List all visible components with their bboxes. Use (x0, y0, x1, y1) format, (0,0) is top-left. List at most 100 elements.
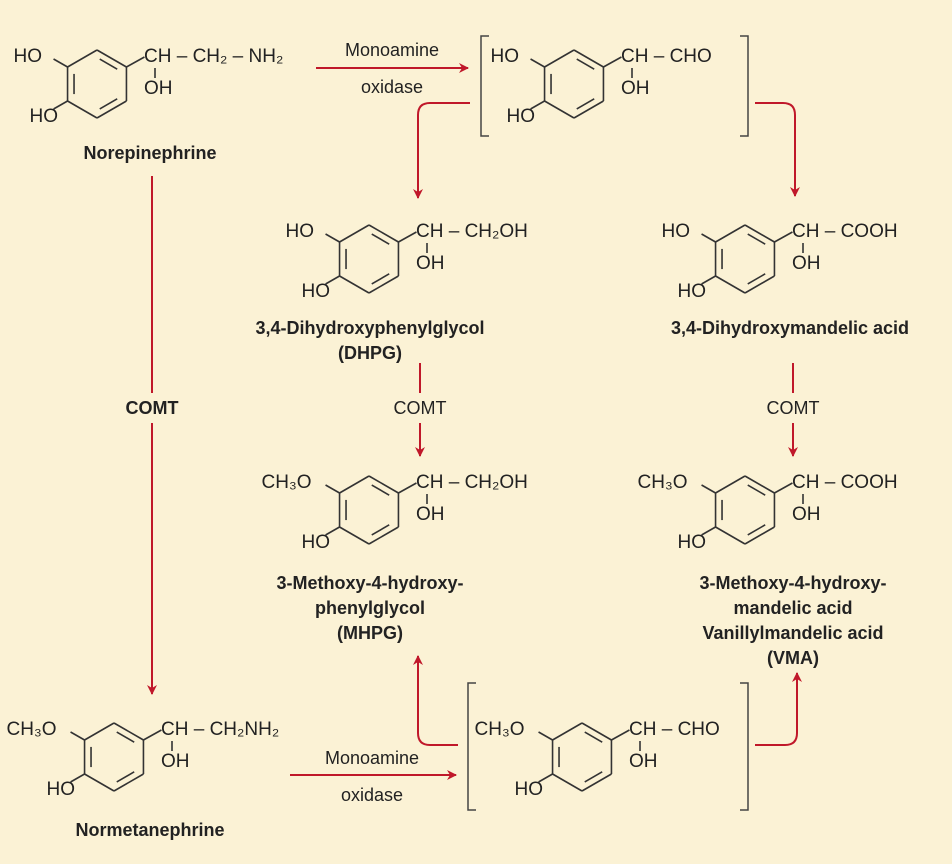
substituent-bond (70, 773, 85, 783)
chain-bond (126, 56, 145, 68)
chain-bond (143, 729, 162, 741)
hydroxyl-label: OH (416, 253, 445, 274)
double-bond (116, 771, 135, 783)
substituent-bottom: HO (514, 779, 544, 800)
compound-name: Normetanephrine (75, 820, 225, 840)
chain-bond (398, 482, 417, 494)
ring-bond (581, 773, 612, 792)
comt-label: COMT (766, 398, 820, 418)
compound-name: mandelic acid (733, 598, 853, 618)
double-bond (99, 58, 118, 70)
substituent-top: HO (285, 221, 315, 242)
substituent-bond (538, 731, 553, 741)
substituent-bottom: HO (301, 532, 331, 553)
substituent-bond (701, 484, 716, 494)
substituent-top: HO (13, 46, 43, 67)
mao-label: Monoamine (324, 748, 420, 768)
ring-bond (715, 224, 746, 243)
ring-bond (573, 100, 604, 119)
double-bond (747, 484, 766, 496)
ring-bond (715, 275, 746, 294)
substituent-top: HO (661, 221, 691, 242)
ring-bond (339, 526, 370, 545)
compound-name: 3-Methoxy-4-hydroxy- (276, 573, 464, 593)
substituent-bond (325, 275, 340, 285)
hydroxyl-label: OH (629, 751, 658, 772)
substituent-bond (701, 233, 716, 243)
hydroxyl-label: OH (416, 504, 445, 525)
compound-name: 3,4-Dihydroxymandelic acid (670, 318, 910, 338)
chain-bond (398, 231, 417, 243)
arrow-to-dhpg (413, 102, 470, 199)
arrow-to-vma (755, 672, 802, 746)
ring-bond (715, 526, 746, 545)
substituent-bond (325, 233, 340, 243)
compound-name: 3-Methoxy-4-hydroxy- (699, 573, 887, 593)
side-chain: CH – COOH (792, 221, 898, 242)
ring-bond (96, 100, 127, 119)
ring-bond (368, 224, 399, 243)
double-bond (116, 731, 135, 743)
substituent-bond (53, 100, 68, 110)
hydroxyl-label: OH (792, 504, 821, 525)
ring-bond (339, 275, 370, 294)
ring-bond (552, 773, 583, 792)
ring-bond (368, 475, 399, 494)
comt-label: COMT (125, 398, 179, 418)
compound-name: (MHPG) (337, 623, 403, 643)
double-bond (371, 233, 390, 245)
substituent-bond (701, 275, 716, 285)
ring-bond (113, 773, 144, 792)
substituent-bottom: HO (677, 281, 707, 302)
substituent-top: CH₃O (261, 472, 312, 493)
comt-label: COMT (393, 398, 447, 418)
substituent-top: CH₃O (474, 719, 525, 740)
ring-bond (744, 275, 775, 294)
side-chain: CH – CH₂OH (416, 472, 528, 493)
compound-name: 3,4-Dihydroxyphenylglycol (255, 318, 485, 338)
ring-bond (84, 722, 115, 741)
mao-label: oxidase (360, 77, 424, 97)
arrow-to-dhma (755, 102, 800, 197)
bracket-left (467, 682, 476, 811)
substituent-bond (70, 731, 85, 741)
substituent-bottom: HO (301, 281, 331, 302)
ring-bond (581, 722, 612, 741)
double-bond (371, 524, 390, 536)
compound-name: (DHPG) (338, 343, 402, 363)
ring-bond (744, 475, 775, 494)
substituent-bottom: HO (46, 779, 76, 800)
hydroxyl-label: OH (161, 751, 190, 772)
mao-label: oxidase (340, 785, 404, 805)
chain-bond (774, 231, 793, 243)
mao-label: Monoamine (344, 40, 440, 60)
ring-bond (67, 100, 98, 119)
side-chain: CH – CH₂ – NH₂ (144, 46, 284, 67)
ring-bond (715, 475, 746, 494)
bracket-right (740, 682, 749, 811)
side-chain: CH – COOH (792, 472, 898, 493)
arrow-to-mhpg (413, 655, 458, 746)
bracket-right (740, 35, 749, 137)
hydroxyl-label: OH (144, 78, 173, 99)
compound-name: (VMA) (767, 648, 819, 668)
ring-bond (552, 722, 583, 741)
ring-bond (744, 224, 775, 243)
side-chain: CH – CH₂NH₂ (161, 719, 280, 740)
double-bond (371, 273, 390, 285)
ring-bond (368, 526, 399, 545)
side-chain: CH – CH₂OH (416, 221, 528, 242)
chain-bond (603, 56, 622, 68)
substituent-top: CH₃O (6, 719, 57, 740)
compound-name: Norepinephrine (83, 143, 217, 163)
substituent-bond (530, 58, 545, 68)
substituent-bond (701, 526, 716, 536)
chain-bond (611, 729, 630, 741)
substituent-top: HO (490, 46, 520, 67)
ring-bond (368, 275, 399, 294)
ring-bond (84, 773, 115, 792)
compound-name: phenylglycol (314, 598, 426, 618)
chain-bond (774, 482, 793, 494)
double-bond (584, 771, 603, 783)
